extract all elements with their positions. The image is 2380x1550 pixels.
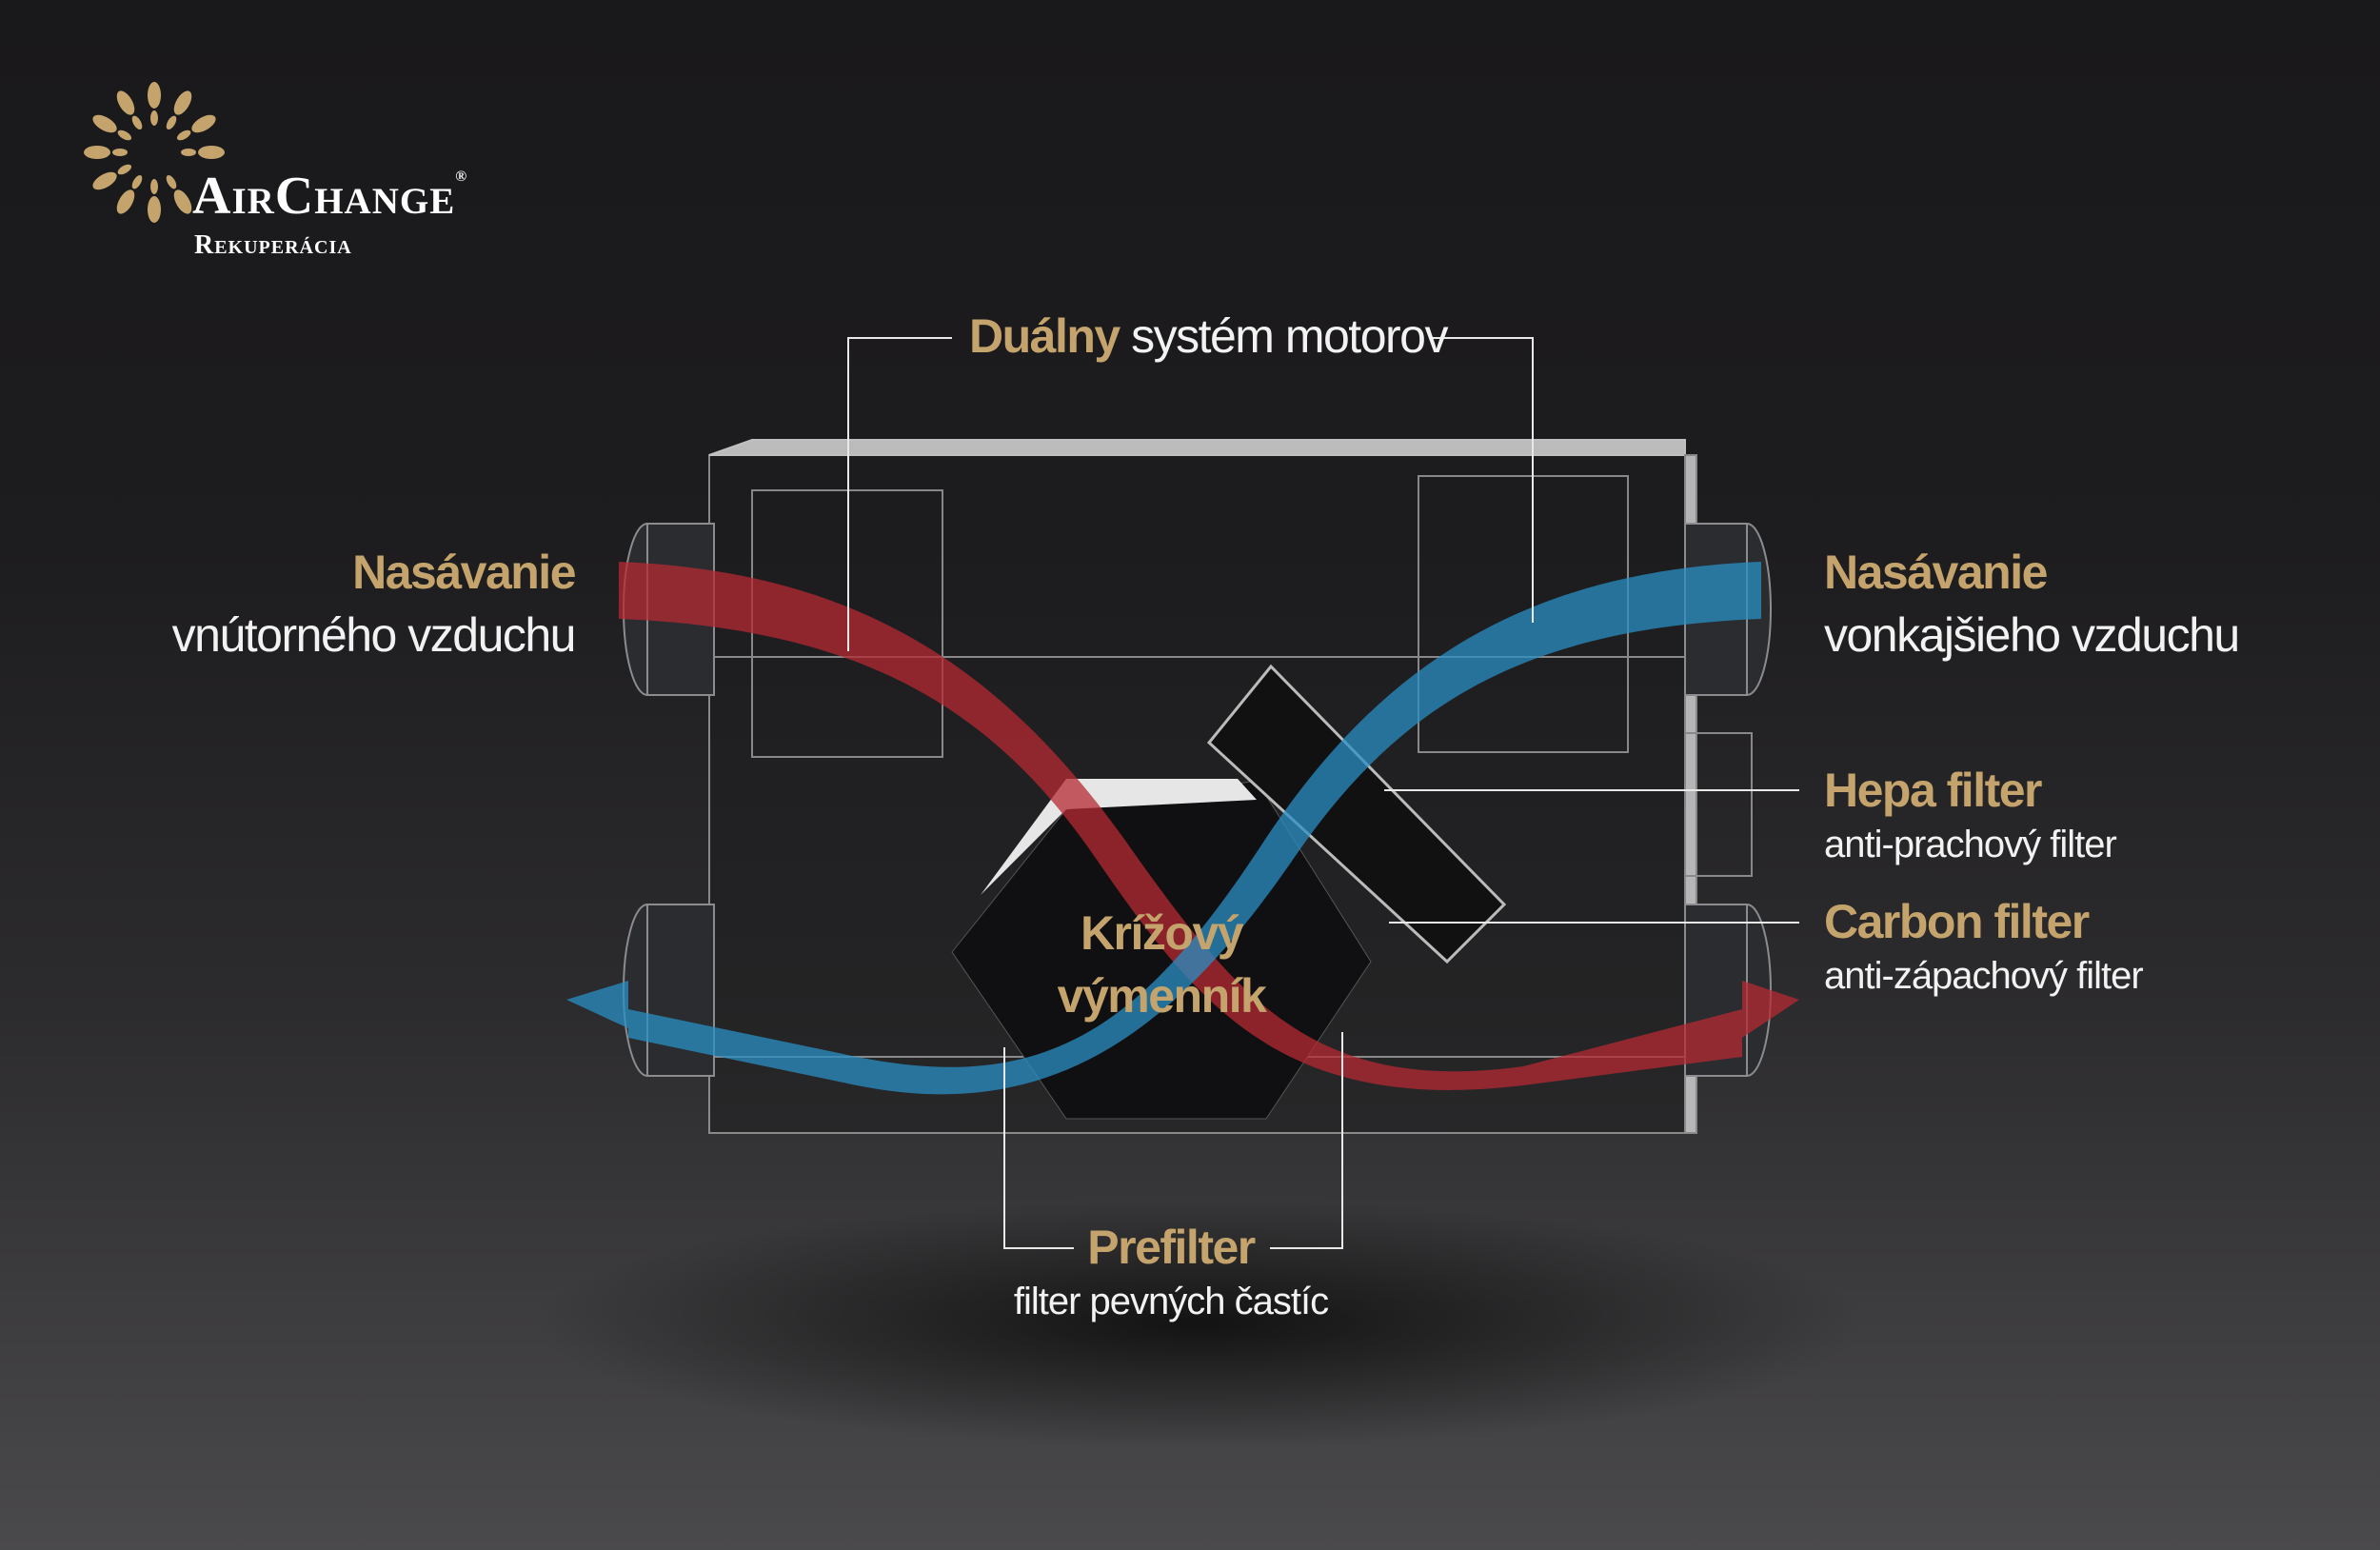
prefilter-leader-line-left-v xyxy=(1003,1047,1005,1247)
outer-intake-title: Nasávanie xyxy=(1824,546,2048,599)
motors-leader-line-left-v xyxy=(847,337,849,651)
prefilter-label: Prefilter filter pevných častíc xyxy=(981,1223,1361,1321)
warm-air-arrow xyxy=(619,562,1799,1090)
hepa-leader-line xyxy=(1384,789,1799,791)
hepa-title: Hepa filter xyxy=(1824,764,2043,817)
motors-label-bold: Duálny xyxy=(969,309,1121,363)
exchanger-line2: výmenník xyxy=(1057,969,1267,1023)
floor-shadow xyxy=(533,1200,1866,1447)
registered-mark: ® xyxy=(455,169,468,185)
prefilter-leader-line-left-h xyxy=(1003,1247,1074,1249)
inner-intake-subtitle: vnútorného vzduchu xyxy=(171,608,577,662)
motors-leader-line-right-h xyxy=(1431,337,1534,339)
motors-label: Duálny systém motorov xyxy=(969,309,1448,363)
prefilter-leader-line-right-h xyxy=(1270,1247,1343,1249)
motors-leader-line-right-v xyxy=(1532,337,1534,623)
outer-intake-label: Nasávanie vonkajšieho vzduchu xyxy=(1824,546,2240,662)
carbon-subtitle: anti-zápachový filter xyxy=(1824,955,2144,997)
prefilter-leader-line-right-v xyxy=(1341,1032,1343,1247)
brand-tagline: Rekuperácia xyxy=(194,230,352,260)
logo: AirChange® Rekuperácia xyxy=(76,67,590,260)
carbon-leader-line xyxy=(1389,922,1799,924)
inner-intake-label: Nasávanie vnútorného vzduchu xyxy=(171,546,577,662)
cold-air-arrow xyxy=(566,562,1761,1095)
carbon-title: Carbon filter xyxy=(1824,895,2090,948)
prefilter-title: Prefilter xyxy=(1087,1221,1256,1274)
motors-leader-line-left-h xyxy=(847,337,952,339)
hepa-subtitle: anti-prachový filter xyxy=(1824,824,2117,865)
exchanger-label: Krížový výmenník xyxy=(1019,909,1304,1020)
carbon-label: Carbon filter anti-zápachový filter xyxy=(1824,895,2144,997)
inner-intake-title: Nasávanie xyxy=(352,546,576,599)
outer-intake-subtitle: vonkajšieho vzduchu xyxy=(1824,608,2240,662)
motors-label-rest: systém motorov xyxy=(1131,309,1448,363)
sun-leaves-icon xyxy=(84,82,225,223)
hepa-label: Hepa filter anti-prachový filter xyxy=(1824,764,2117,865)
prefilter-subtitle: filter pevných častíc xyxy=(1013,1281,1329,1322)
exchanger-line1: Krížový xyxy=(1080,906,1244,960)
brand-name: AirChange xyxy=(192,167,456,226)
